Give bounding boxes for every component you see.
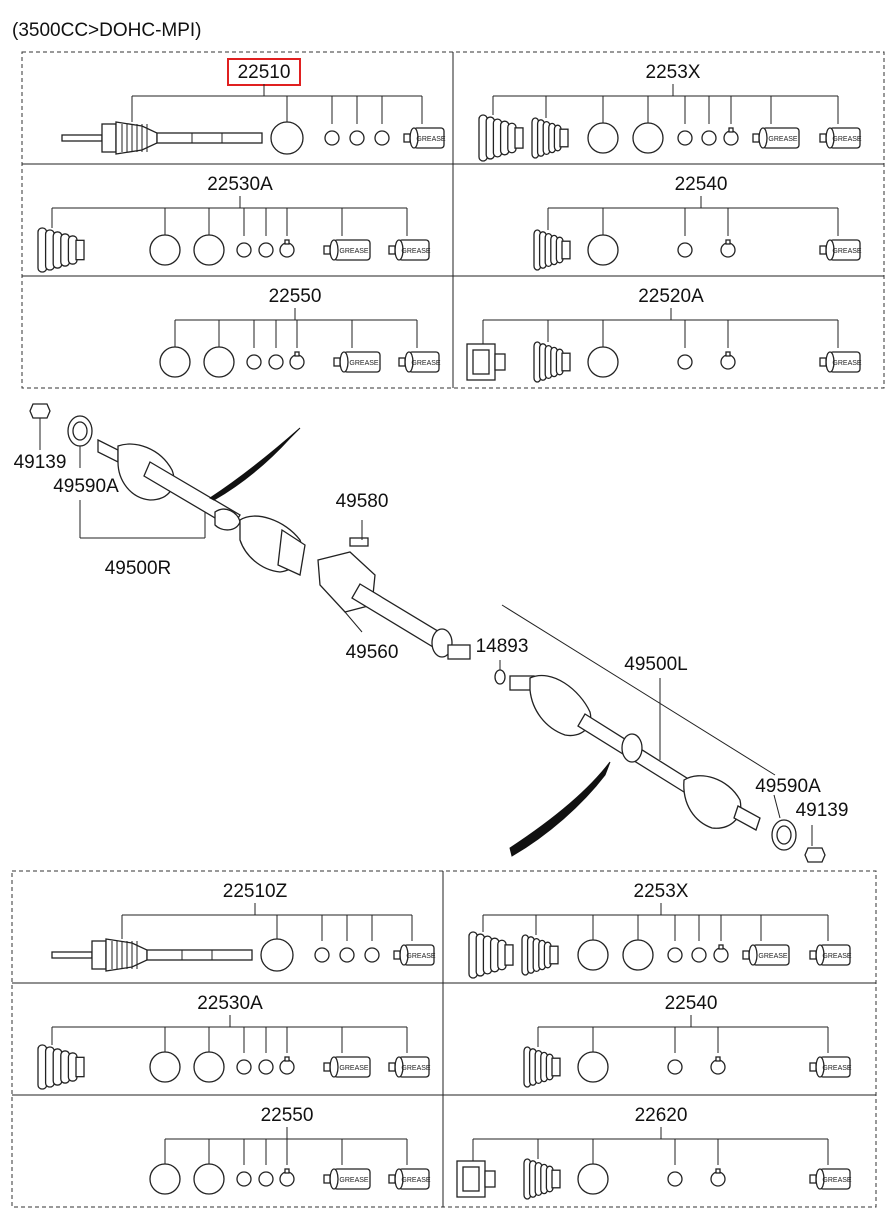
top-panel-22530a: 22530A GREASE GREASE: [37, 174, 431, 273]
shade-wedge-upper: [208, 427, 301, 501]
grease-tube-label: GREASE: [401, 248, 431, 255]
grease-tube-label: GREASE: [832, 248, 862, 255]
grease-tube-label: GREASE: [822, 1177, 852, 1184]
grease-tube-label: GREASE: [406, 953, 436, 960]
grease-tube-label: GREASE: [339, 1177, 369, 1184]
snap-ring: [494, 669, 506, 685]
bottom-panel-22540-part-number: 22540: [665, 993, 718, 1014]
lock-nut-lower: [804, 847, 826, 863]
grease-tube-label: GREASE: [401, 1177, 431, 1184]
shade-wedge-lower: [509, 761, 611, 857]
grease-tube-label: GREASE: [401, 1065, 431, 1072]
grease-tube-label: GREASE: [758, 953, 788, 960]
top-panel-22530a-part-number: 22530A: [207, 174, 273, 195]
grease-tube-label: GREASE: [822, 953, 852, 960]
drive-shaft-assembly: [29, 403, 826, 863]
grease-tube-label: GREASE: [411, 360, 441, 367]
bottom-panel-2253x: 2253X GREASE GREASE: [468, 881, 852, 979]
bottom-panel-22550-part-number: 22550: [261, 1105, 314, 1126]
bottom-panel-22510z: 22510Z GREASE: [51, 881, 436, 972]
top-panel-2253x: 2253X GREASE GREASE: [478, 62, 862, 162]
top-panel-22520a-part-number: 22520A: [638, 286, 704, 307]
bottom-kit-frame: [11, 870, 877, 1208]
bottom-panel-22530a-part-number: 22530A: [197, 993, 263, 1014]
grease-tube-label: GREASE: [832, 360, 862, 367]
grease-tube-label: GREASE: [339, 248, 369, 255]
grease-tube-label: GREASE: [339, 1065, 369, 1072]
callout-14893: 14893: [476, 636, 529, 657]
top-panel-22540-part-number: 22540: [675, 174, 728, 195]
bottom-panel-2253x-part-number: 2253X: [634, 881, 689, 902]
top-panel-22550-part-number: 22550: [269, 286, 322, 307]
outer-cv-joint-lower: [683, 775, 742, 829]
callout-49560: 49560: [346, 642, 399, 663]
callout-49590a-lower: 49590A: [755, 776, 821, 797]
top-panel-22520a: 22520A GREASE: [466, 286, 862, 383]
lock-nut-upper: [29, 403, 51, 419]
grease-tube-label: GREASE: [832, 136, 862, 143]
bottom-panel-22530a: 22530A GREASE GREASE: [37, 993, 431, 1090]
top-panel-2253x-part-number: 2253X: [646, 62, 701, 83]
bottom-panel-22510z-part-number: 22510Z: [223, 881, 288, 902]
callout-49500r: 49500R: [105, 558, 172, 579]
grease-tube-label: GREASE: [822, 1065, 852, 1072]
grease-tube-label: GREASE: [768, 136, 798, 143]
diagram-header: (3500CC>DOHC-MPI): [12, 20, 202, 41]
callout-49139-upper: 49139: [14, 452, 67, 473]
callout-49139-lower: 49139: [796, 800, 849, 821]
grease-tube-label: GREASE: [349, 360, 379, 367]
callout-49590a-upper: 49590A: [53, 476, 119, 497]
grease-tube-label: GREASE: [416, 136, 446, 143]
callout-49500l: 49500L: [624, 654, 687, 675]
bottom-panel-22620-part-number: 22620: [635, 1105, 688, 1126]
bracket-bolt: [349, 537, 369, 547]
callout-49580: 49580: [336, 491, 389, 512]
top-panel-22510-part-number: 22510: [238, 62, 291, 83]
